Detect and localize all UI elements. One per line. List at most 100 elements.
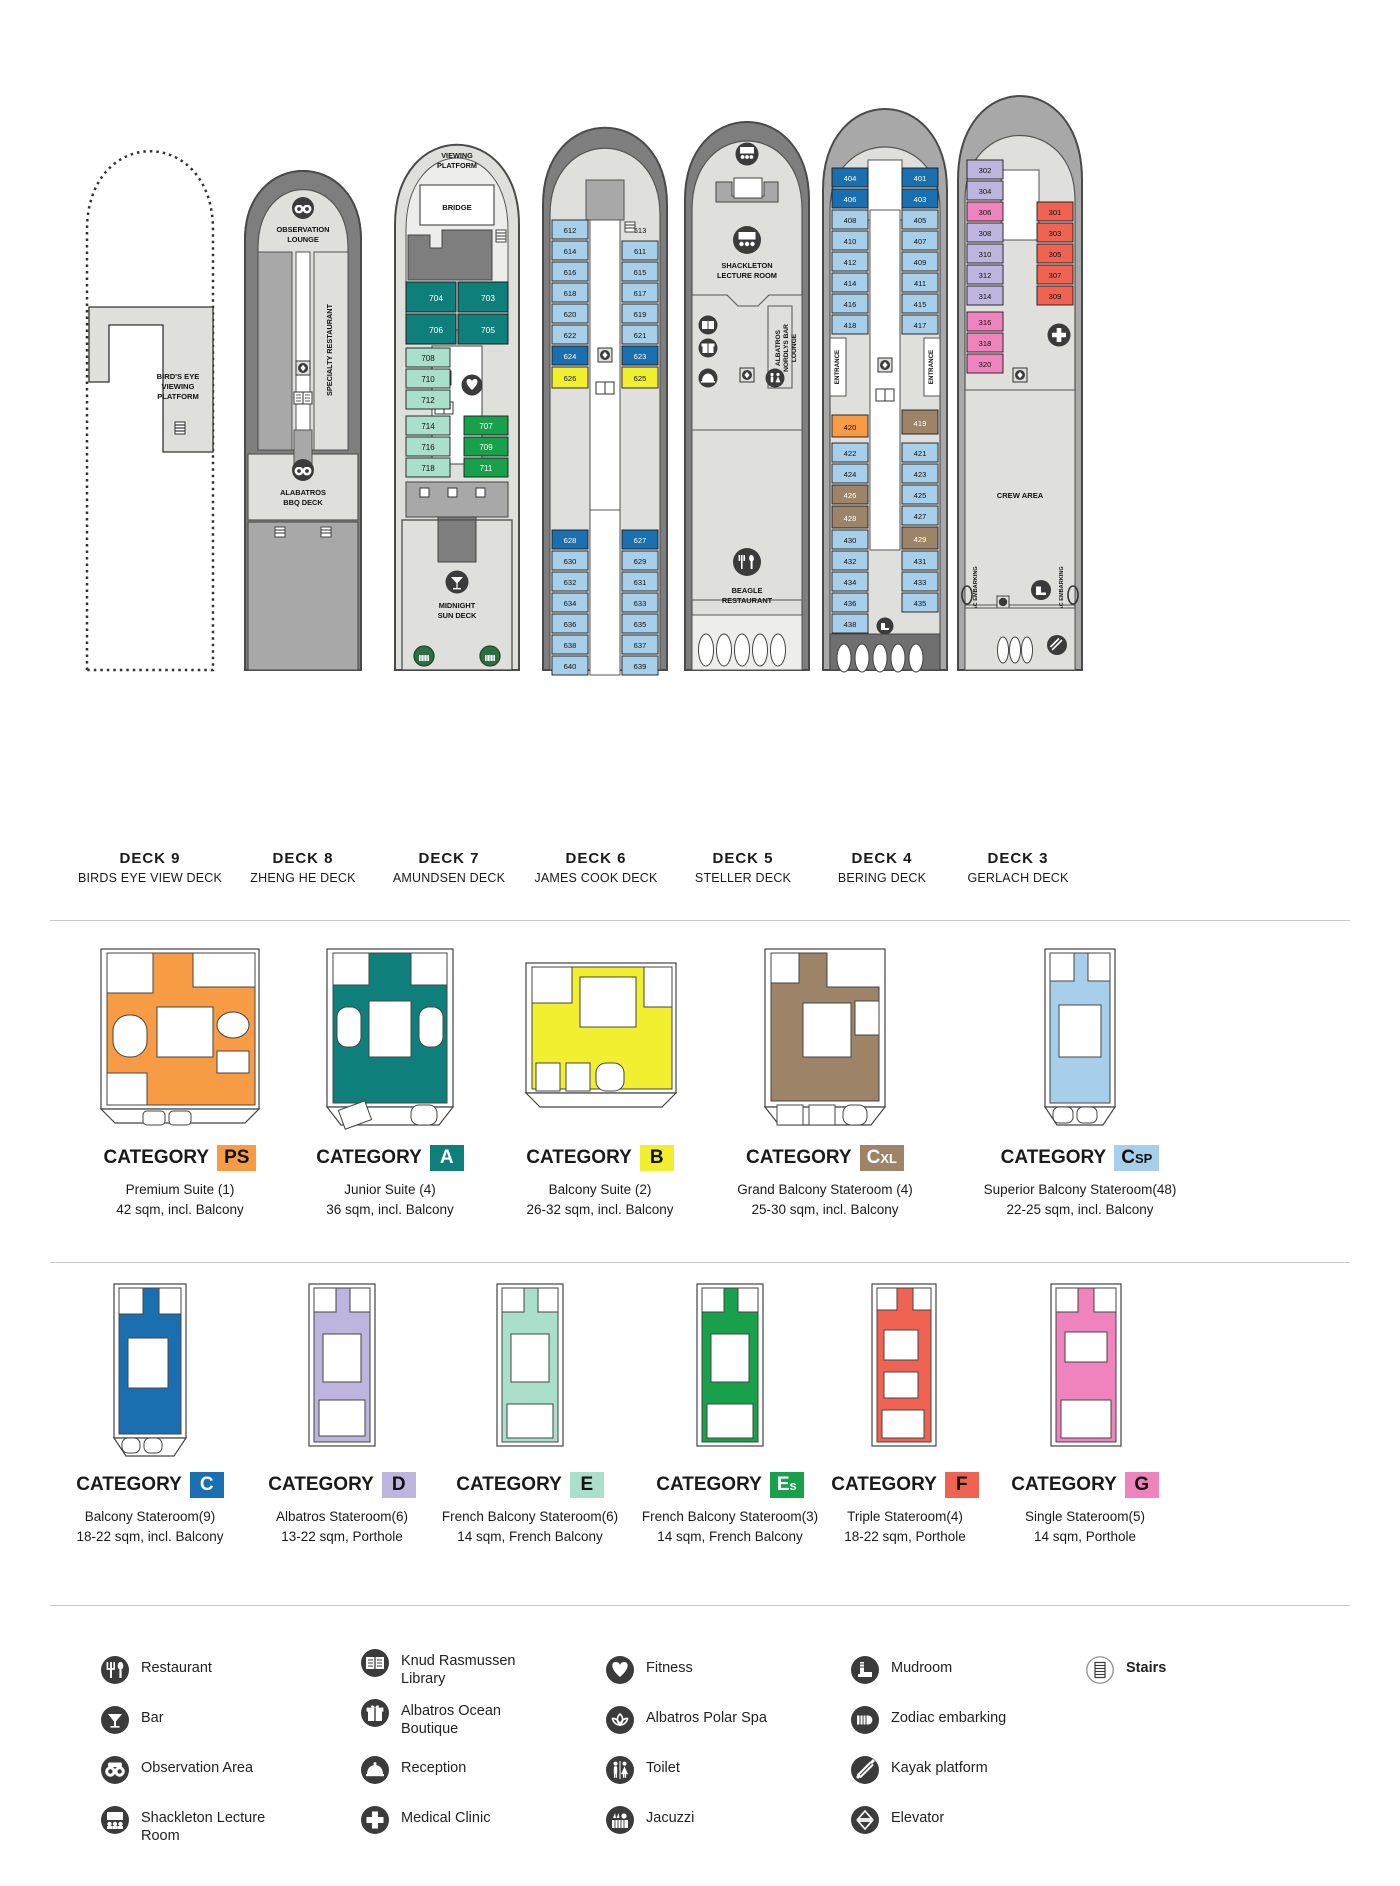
svg-text:320: 320 [979,360,992,369]
svg-text:430: 430 [844,536,857,545]
category-label-f: CATEGORY F [790,1472,1020,1498]
category-desc-ps: Premium Suite (1) 42 sqm, incl. Balcony [60,1180,300,1219]
legend-item-reception: Reception [360,1755,466,1790]
category-word: CATEGORY [746,1147,852,1168]
category-card-e[interactable]: CATEGORY E French Balcony Stateroom(6) 1… [400,1280,660,1546]
legend-label: Mudroom [891,1660,953,1676]
svg-text:425: 425 [914,491,927,500]
svg-text:BEAGLE: BEAGLE [732,586,763,595]
category-chip-d: D [381,1472,416,1498]
cabin-group-deck4-aft[interactable]: 420 419 422 424 426 428 430 432 434 4 [831,409,939,634]
category-card-f[interactable]: CATEGORY F Triple Stateroom(4) 18-22 sqm… [790,1280,1020,1546]
deck-diagram-deck3[interactable]: 302 304 306 308 310 312 314 316 318 320 … [945,30,1095,680]
cabin-group-e[interactable]: 708 710 712 714 716 718 [405,347,451,478]
cabin-group-deck6-fwd[interactable]: 612 614 616 618 620 622 624 626 611 615 … [551,219,659,389]
category-code: PS [224,1147,250,1168]
svg-text:718: 718 [421,464,435,473]
svg-text:640: 640 [564,662,577,671]
category-card-es[interactable]: CATEGORY Es French Balcony Stateroom(3) … [600,1280,860,1546]
category-chip-g: G [1124,1472,1159,1498]
category-chip-f: F [944,1472,979,1498]
jacuzzi-icon [479,645,501,667]
cabin-group-deck4-fwd[interactable]: 404 406 408 410 412 414 416 418 401 403 … [831,167,939,335]
elevator-icon [877,357,893,373]
deck-diagram-deck4[interactable]: 404 406 408 410 412 414 416 418 401 403 … [810,30,960,680]
deck-title: DECK 6 [565,850,627,867]
svg-text:712: 712 [421,396,435,405]
category-card-cxl[interactable]: CATEGORY CXL Grand Balcony Stateroom (4)… [690,945,960,1219]
category-card-c[interactable]: CATEGORY C Balcony Stateroom(9) 18-22 sq… [35,1280,265,1546]
divider-top [50,920,1350,921]
jacuzzi-icon [605,1805,635,1840]
svg-text:616: 616 [564,268,577,277]
category-name: Single Stateroom(5) [1024,1509,1146,1524]
category-label-g: CATEGORY G [960,1472,1210,1498]
deck-diagram-deck7[interactable]: VIEWING PLATFORM BRIDGE 704 703 706 705 [382,30,532,680]
svg-text:619: 619 [634,310,647,319]
category-word: CATEGORY [1000,1147,1107,1168]
deck-diagram-deck9[interactable]: BIRD'S EYE VIEWING PLATFORM [75,30,225,680]
jacuzzi-icon [413,645,435,667]
svg-text:705: 705 [481,325,495,335]
reception-icon [360,1755,390,1790]
category-label-d: CATEGORY D [232,1472,452,1498]
svg-text:614: 614 [564,247,577,256]
legend-label: Medical Clinic [401,1810,491,1826]
category-code: D [391,1474,406,1495]
svg-text:411: 411 [914,279,926,288]
fitness-icon [605,1655,635,1690]
category-desc-csp: Superior Balcony Stateroom(48) 22-25 sqm… [930,1180,1230,1219]
category-card-ps[interactable]: CATEGORY PS Premium Suite (1) 42 sqm, in… [60,945,300,1219]
svg-text:622: 622 [564,331,577,340]
legend-item-mudroom: Mudroom [850,1655,952,1690]
observation-icon [292,197,314,219]
restaurant-icon [733,548,761,576]
category-name: Superior Balcony Stateroom(48) [983,1182,1177,1197]
svg-text:ALABATROS: ALABATROS [280,488,326,497]
legend-item-toilet: Toilet [605,1755,680,1790]
legend-item-bar: Bar [100,1705,164,1740]
category-card-csp[interactable]: CATEGORY CSP Superior Balcony Stateroom(… [930,945,1230,1219]
svg-text:625: 625 [634,374,647,383]
legend-item-stairs: Stairs [1085,1655,1166,1690]
legend-item-medical-clinic: Medical Clinic [360,1805,490,1840]
category-card-b[interactable]: CATEGORY B Balcony Suite (2) 26-32 sqm, … [480,945,720,1219]
svg-text:438: 438 [844,620,857,629]
deck-title: DECK 5 [712,850,774,867]
category-size: 14 sqm, French Balcony [657,1528,803,1544]
category-card-g[interactable]: CATEGORY G Single Stateroom(5) 14 sqm, P… [960,1280,1210,1546]
category-desc-g: Single Stateroom(5) 14 sqm, Porthole [960,1507,1210,1546]
deck-subtitle: STELLER DECK [694,870,792,885]
legend-label: Fitness [646,1660,693,1676]
legend-label: Observation Area [141,1760,254,1776]
stairs-icon [495,229,507,243]
category-size: 26-32 sqm, incl. Balcony [526,1201,674,1217]
birds-eye-platform [88,306,214,453]
elevator-icon [850,1805,880,1840]
library-icon [875,388,895,402]
cabin-group-a[interactable]: 704 703 706 705 [405,281,509,345]
svg-text:CREW AREA: CREW AREA [997,491,1044,500]
svg-text:ZODIAC EMBARKING: ZODIAC EMBARKING [973,566,979,624]
category-card-d[interactable]: CATEGORY D Albatros Stateroom(6) 13-22 s… [232,1280,452,1546]
deck-label-deck4: DECK 4 BERING DECK [772,850,992,886]
category-word: CATEGORY [1011,1474,1117,1495]
legend-label: Bar [141,1710,164,1726]
svg-text:OBSERVATION: OBSERVATION [277,225,330,234]
category-card-a[interactable]: CATEGORY A Junior Suite (4) 36 sqm, incl… [270,945,510,1219]
cabin-group-deck6-aft[interactable]: 628 630 632 634 636 638 640 627 629 631 … [551,529,659,676]
deck-diagram-deck6[interactable]: 612 614 616 618 620 622 624 626 611 615 … [530,30,680,680]
svg-text:632: 632 [564,578,577,587]
svg-text:401: 401 [914,174,927,183]
mudroom-icon [876,617,894,635]
svg-text:VIEWING: VIEWING [162,382,195,391]
observation-icon [100,1755,130,1790]
cabin-group-deck3[interactable]: 302 304 306 308 310 312 314 316 318 320 … [966,159,1074,374]
deck-diagram-deck8[interactable]: OBSERVATION LOUNGE SPECIALTY RESTAURANT [228,30,378,680]
cabin-group-es[interactable]: 707 709 711 [463,415,509,478]
svg-text:426: 426 [844,491,857,500]
category-name: Grand Balcony Stateroom (4) [737,1182,913,1197]
svg-text:626: 626 [564,374,577,383]
deck-diagram-deck5[interactable]: SHACKLETON LECTURE ROOM ALBATROS NORDLYS… [672,30,822,680]
svg-text:624: 624 [564,352,577,361]
